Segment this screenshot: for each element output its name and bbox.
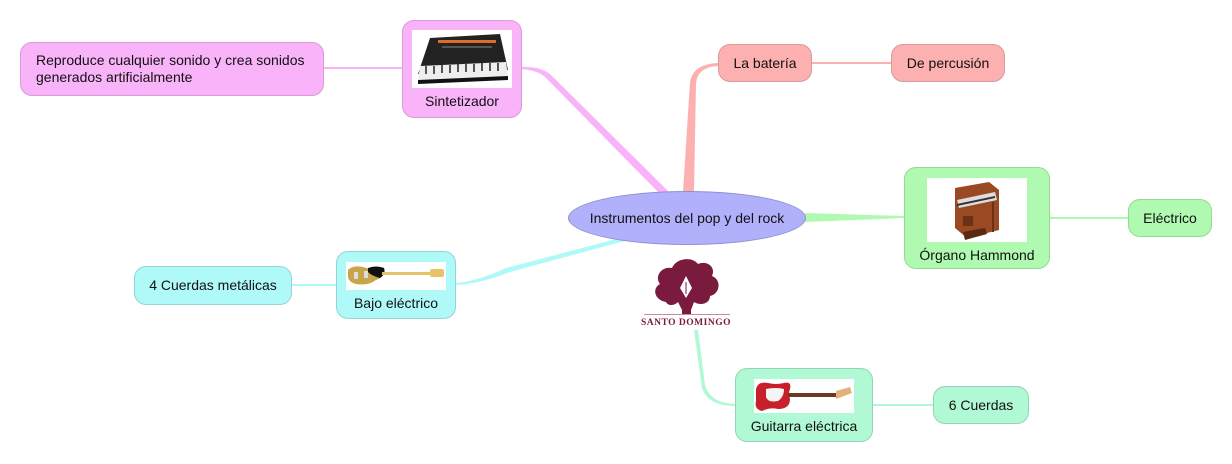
node-sintetizador-description[interactable]: Reproduce cualquier sonido y crea sonido… [20,42,324,96]
node-guitarra-description[interactable]: 6 Cuerdas [933,386,1029,424]
node-guitarra[interactable]: Guitarra eléctrica [735,368,873,442]
node-sintetizador[interactable]: Sintetizador [402,20,522,118]
node-label: Órgano Hammond [919,247,1035,263]
organ-image [927,178,1027,242]
node-organo-description[interactable]: Eléctrico [1128,199,1212,237]
node-bajo[interactable]: Bajo eléctrico [336,251,456,319]
node-label: 6 Cuerdas [948,396,1014,413]
logo-text: SANTO DOMINGO [641,318,731,328]
central-topic[interactable]: Instrumentos del pop y del rock [568,191,806,245]
connector-organo [805,213,904,222]
connector-bajo [456,238,628,285]
node-bateria-description[interactable]: De percusión [891,44,1005,82]
electric-guitar-image [754,379,854,413]
synthesizer-image [412,30,512,88]
node-bajo-description[interactable]: 4 Cuerdas metálicas [134,266,292,305]
node-organo[interactable]: Órgano Hammond [904,167,1050,269]
connector-bateria [683,63,718,192]
node-label: 4 Cuerdas metálicas [149,277,277,293]
connector-guitarra [694,330,735,406]
node-bateria[interactable]: La batería [718,44,812,82]
bass-guitar-image [346,262,446,290]
node-label: Eléctrico [1143,209,1197,226]
santo-domingo-logo [655,259,719,314]
node-label: De percusión [906,54,990,71]
central-topic-label: Instrumentos del pop y del rock [589,210,785,226]
connector-sintetizador [520,66,668,194]
node-label: Sintetizador [425,93,499,109]
node-label: Guitarra eléctrica [750,418,858,434]
node-label: Bajo eléctrico [353,295,439,311]
node-label: Reproduce cualquier sonido y crea sonido… [36,52,305,85]
node-label: La batería [733,54,797,71]
logo-divider [644,314,730,315]
